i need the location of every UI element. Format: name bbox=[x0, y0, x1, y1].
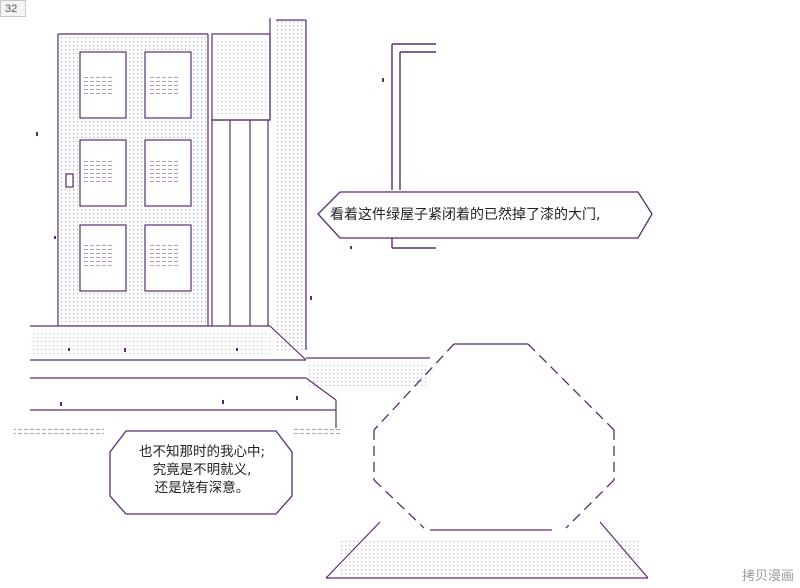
watermark: 拷贝漫画 bbox=[741, 569, 794, 584]
bubble-bottom-text: 也不知那时的我心中; 究竟是不明就义, 还是饶有深意。 bbox=[112, 443, 292, 497]
bubble-top-text: 看着这件绿屋子紧闭着的已然掉了漆的大门, bbox=[330, 207, 601, 223]
speech-bubble-top bbox=[317, 191, 653, 239]
building bbox=[57, 18, 307, 350]
street bbox=[30, 325, 430, 428]
bubble-bottom-line-1: 也不知那时的我心中; bbox=[138, 444, 266, 460]
street-texture bbox=[14, 330, 428, 434]
scatter-marks bbox=[36, 78, 384, 406]
page-number: 32 bbox=[0, 0, 26, 17]
panel-dots bbox=[84, 40, 268, 266]
octagon-object bbox=[373, 343, 615, 531]
door-frame bbox=[391, 43, 436, 249]
bubble-bottom-line-3: 还是饶有深意。 bbox=[154, 480, 250, 496]
base-texture bbox=[340, 540, 640, 574]
bubble-bottom-line-2: 究竟是不明就义, bbox=[152, 462, 252, 478]
speech-bubble-bottom bbox=[109, 430, 293, 515]
